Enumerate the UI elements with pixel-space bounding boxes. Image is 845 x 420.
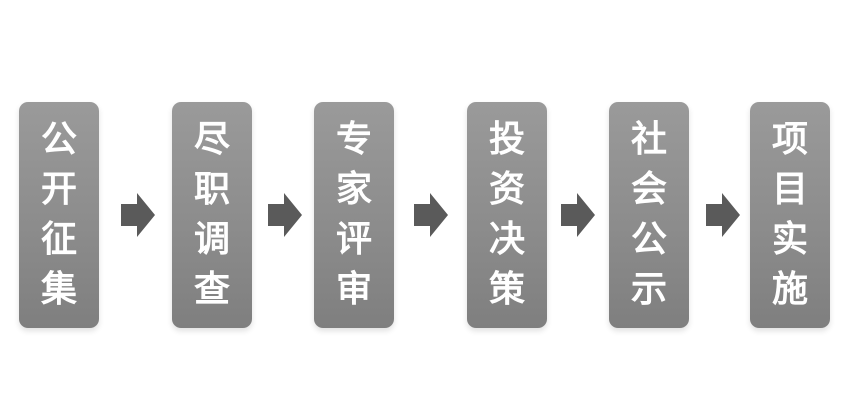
step-public-announcement: 社会公示 [609,102,689,328]
right-arrow-icon [414,193,448,237]
step-public-solicitation: 公开征集 [19,102,99,328]
step-expert-review: 专家评审 [314,102,394,328]
step-investment-decision: 投资决策 [467,102,547,328]
step-label: 项目实施 [772,119,809,310]
right-arrow-icon [561,193,595,237]
step-project-implementation: 项目实施 [750,102,830,328]
step-due-diligence: 尽职调查 [172,102,252,328]
step-label: 社会公示 [631,119,668,310]
right-arrow-icon [121,193,155,237]
step-label: 公开征集 [41,119,78,310]
step-label: 尽职调查 [194,119,231,310]
step-label: 专家评审 [336,119,373,310]
right-arrow-icon [706,193,740,237]
step-label: 投资决策 [489,119,526,310]
right-arrow-icon [268,193,302,237]
